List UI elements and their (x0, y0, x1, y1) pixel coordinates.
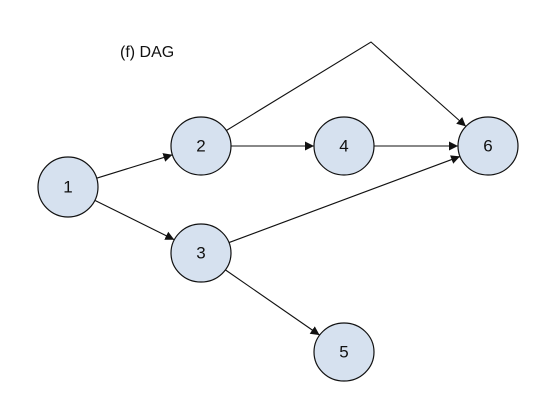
node-5: 5 (313, 322, 375, 382)
edges-layer (94, 41, 467, 336)
edge-1-2 (96, 153, 173, 179)
node-2: 2 (170, 116, 232, 176)
node-4-label: 4 (339, 137, 348, 156)
edge-3-5 (225, 269, 320, 336)
node-1-circle (37, 156, 99, 218)
node-1: 1 (37, 156, 99, 218)
node-4: 4 (313, 116, 375, 176)
node-6-label: 6 (483, 137, 492, 156)
nodes-layer: 1 2 3 4 5 6 (37, 116, 519, 382)
edge-2-6 (226, 41, 467, 131)
edge-1-3 (94, 199, 175, 241)
edge-3-6 (228, 155, 461, 244)
node-2-label: 2 (196, 137, 205, 156)
node-5-label: 5 (339, 343, 348, 362)
node-3-label: 3 (196, 244, 205, 263)
node-1-label: 1 (63, 178, 72, 197)
node-4-circle (313, 116, 375, 176)
node-2-circle (170, 116, 232, 176)
node-3-circle (170, 223, 232, 283)
node-6-circle (457, 116, 519, 176)
diagram-title: (f) DAG (120, 44, 174, 61)
node-5-circle (313, 322, 375, 382)
node-3: 3 (170, 223, 232, 283)
node-6: 6 (457, 116, 519, 176)
